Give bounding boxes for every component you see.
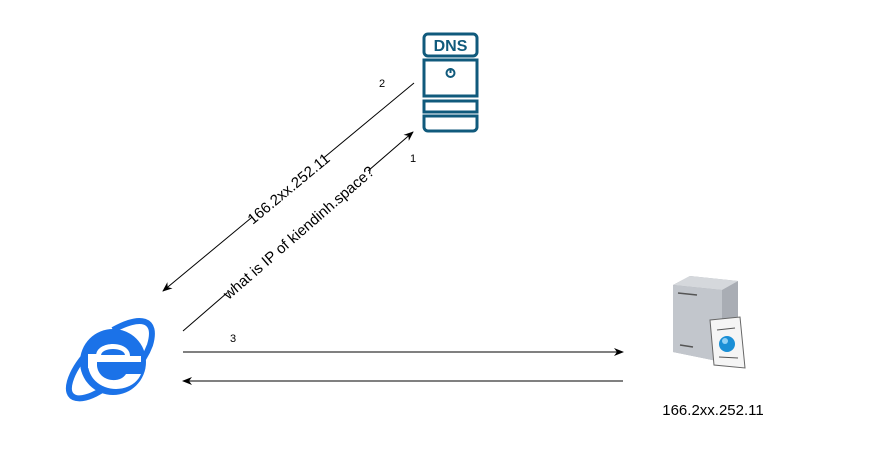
dns-label: DNS <box>434 38 468 55</box>
web-server-icon <box>673 276 746 369</box>
dns-server-icon <box>422 32 479 133</box>
web-server-label: 166.2xx.252.11 <box>662 402 763 419</box>
step-3-label: 3 <box>230 333 236 345</box>
internet-explorer-icon <box>65 318 155 402</box>
step-2-label: 2 <box>379 78 385 90</box>
step-1-label: 1 <box>410 153 416 165</box>
